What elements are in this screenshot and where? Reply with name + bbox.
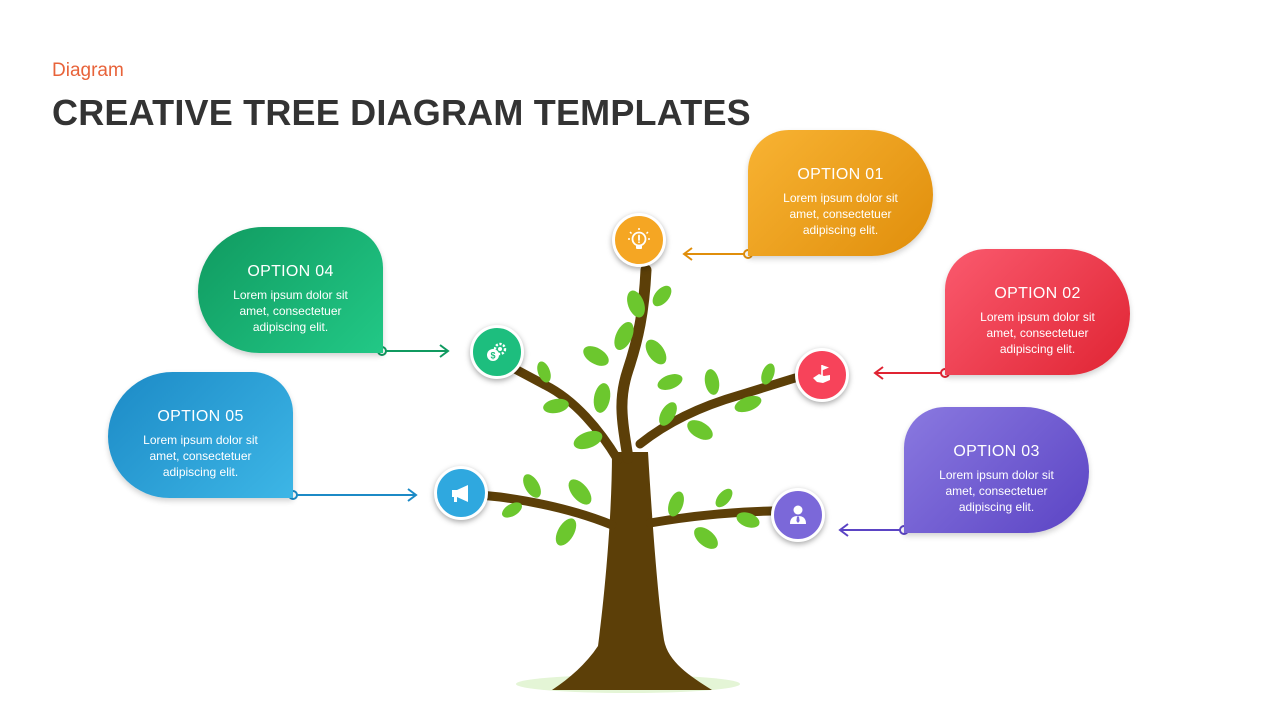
option-card-03: OPTION 03 Lorem ipsum dolor sit amet, co… bbox=[904, 407, 1089, 533]
option-card-04: OPTION 04 Lorem ipsum dolor sit amet, co… bbox=[198, 227, 383, 353]
money-gear-icon: $ bbox=[470, 325, 524, 379]
option-description: Lorem ipsum dolor sit amet, consectetuer… bbox=[221, 287, 361, 335]
handshake-flag-icon bbox=[795, 348, 849, 402]
connector-05 bbox=[289, 489, 416, 501]
option-title: OPTION 03 bbox=[904, 443, 1089, 461]
leaf bbox=[580, 342, 612, 370]
option-description: Lorem ipsum dolor sit amet, consectetuer… bbox=[927, 467, 1067, 515]
leaf bbox=[703, 368, 721, 396]
svg-text:$: $ bbox=[490, 351, 495, 361]
leaf bbox=[649, 282, 675, 309]
option-description: Lorem ipsum dolor sit amet, consectetuer… bbox=[771, 190, 911, 238]
leaf bbox=[552, 515, 581, 549]
leaf bbox=[655, 371, 684, 393]
option-title: OPTION 04 bbox=[198, 263, 383, 281]
leaf bbox=[564, 475, 596, 508]
option-title: OPTION 05 bbox=[108, 408, 293, 426]
megaphone-icon bbox=[434, 466, 488, 520]
leaf bbox=[592, 382, 613, 414]
option-description: Lorem ipsum dolor sit amet, consectetuer… bbox=[968, 309, 1108, 357]
connector-01 bbox=[684, 248, 752, 260]
option-card-05: OPTION 05 Lorem ipsum dolor sit amet, co… bbox=[108, 372, 293, 498]
option-title: OPTION 02 bbox=[945, 285, 1130, 303]
option-card-01: OPTION 01 Lorem ipsum dolor sit amet, co… bbox=[748, 130, 933, 256]
lightbulb-icon bbox=[612, 213, 666, 267]
leaf bbox=[641, 336, 670, 368]
leaf bbox=[684, 416, 716, 444]
option-description: Lorem ipsum dolor sit amet, consectetuer… bbox=[131, 432, 271, 480]
connector-02 bbox=[875, 367, 949, 379]
leaf bbox=[690, 523, 722, 553]
leaf bbox=[712, 486, 735, 511]
businessman-icon bbox=[771, 488, 825, 542]
connector-03 bbox=[840, 524, 908, 536]
option-title: OPTION 01 bbox=[748, 166, 933, 184]
connector-04 bbox=[378, 345, 448, 357]
option-card-02: OPTION 02 Lorem ipsum dolor sit amet, co… bbox=[945, 249, 1130, 375]
